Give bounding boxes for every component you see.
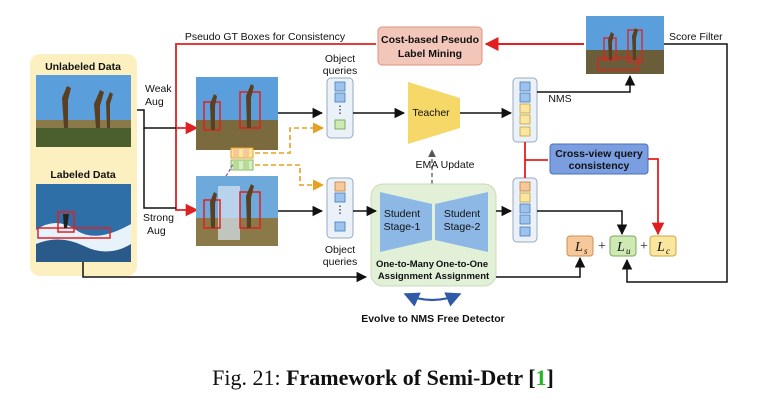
loss-c: L c [649, 235, 677, 257]
labeled-image [36, 184, 131, 262]
loss-s: L s [566, 235, 594, 257]
one-to-one-label-2: Assignment [435, 271, 490, 282]
teacher-label: Teacher [412, 107, 450, 119]
aug-arrows: Weak Aug Strong Aug [137, 83, 176, 237]
weak-aug-label: Aug [145, 96, 164, 108]
pseudo-gt-loop: Pseudo GT Boxes for Consistency [175, 31, 376, 217]
svg-text:⋮: ⋮ [335, 204, 346, 216]
student-stage1-label-1: Student [384, 208, 420, 220]
one-to-many-label-1: One-to-Many [376, 259, 435, 270]
loss-u-symbol: L [616, 240, 625, 255]
nms-arrow [537, 74, 636, 93]
loss-u: L u [609, 235, 637, 257]
pseudo-gt-label: Pseudo GT Boxes for Consistency [185, 31, 346, 43]
plus-1: + [598, 239, 606, 254]
object-queries-top-label-2: queries [323, 65, 357, 77]
nms-output-image [586, 16, 664, 74]
evolve-label: Evolve to NMS Free Detector [361, 313, 505, 325]
unlabeled-data-label: Unlabeled Data [45, 61, 121, 73]
caption-ref[interactable]: 1 [536, 365, 547, 390]
cross-view-box: Cross-view query consistency [549, 143, 649, 175]
unlabeled-image [36, 75, 131, 147]
loss-s-subscript: s [584, 246, 588, 256]
one-to-many-label-2: Assignment [378, 271, 433, 282]
loss-c-symbol: L [656, 240, 665, 255]
object-queries-bottom-label-2: queries [323, 256, 357, 268]
student-stage1-label-2: Stage-1 [384, 221, 421, 233]
cost-based-mining-box: Cost-based Pseudo Label Mining [377, 26, 483, 66]
student-stage2-label-1: Student [444, 208, 480, 220]
loss-s-symbol: L [574, 240, 583, 255]
svg-text:⋮: ⋮ [335, 104, 346, 116]
loss-c-subscript: c [666, 246, 670, 256]
ema-label: EMA Update [416, 159, 475, 171]
teacher-block: Teacher [408, 82, 460, 144]
object-queries-bottom-label-1: Object [325, 244, 355, 256]
caption-prefix: Fig. 21: [212, 365, 286, 390]
caption-title: Framework of Semi-Detr [ [286, 365, 535, 390]
nms-label: NMS [548, 93, 571, 105]
cost-label-1: Cost-based Pseudo [381, 34, 479, 46]
figure-caption: Fig. 21: Framework of Semi-Detr [1] [212, 365, 554, 390]
loss-u-subscript: u [626, 246, 631, 256]
object-queries-top-label-1: Object [325, 53, 355, 65]
cross-view-label-1: Cross-view query [555, 148, 643, 160]
student-to-ls-arrow [496, 256, 586, 278]
labeled-data-label: Labeled Data [50, 169, 116, 181]
object-queries-bottom: ⋮ Object queries [323, 177, 357, 268]
strong-aug-image [196, 176, 278, 246]
student-panel: Student Stage-1 Student Stage-2 One-to-M… [370, 183, 497, 287]
caption-suffix: ] [547, 365, 554, 390]
pseudo-gt-cells [225, 122, 325, 191]
strong-label: Strong [143, 212, 174, 224]
object-queries-top: Object queries ⋮ [323, 53, 357, 139]
teacher-output-queries [512, 77, 538, 143]
labeled-to-student-arrow [82, 262, 368, 283]
student-output-queries [512, 177, 538, 243]
student-stage2-label-2: Stage-2 [444, 221, 481, 233]
cost-label-2: Label Mining [398, 48, 462, 60]
plus-2: + [640, 239, 648, 254]
cross-view-label-2: consistency [569, 160, 630, 172]
data-panel: Unlabeled Data Labeled Data [30, 54, 137, 276]
cross-view-to-lc-arrow [648, 158, 665, 236]
one-to-one-label-1: One-to-One [436, 259, 488, 270]
weak-label: Weak [145, 83, 172, 95]
score-filter-label: Score Filter [669, 31, 723, 43]
weak-aug-image [196, 77, 278, 150]
evolve-arrow [403, 292, 462, 307]
strong-aug-label: Aug [147, 225, 166, 237]
student-to-lu-arrow [537, 210, 628, 236]
score-filter-line [621, 43, 728, 283]
